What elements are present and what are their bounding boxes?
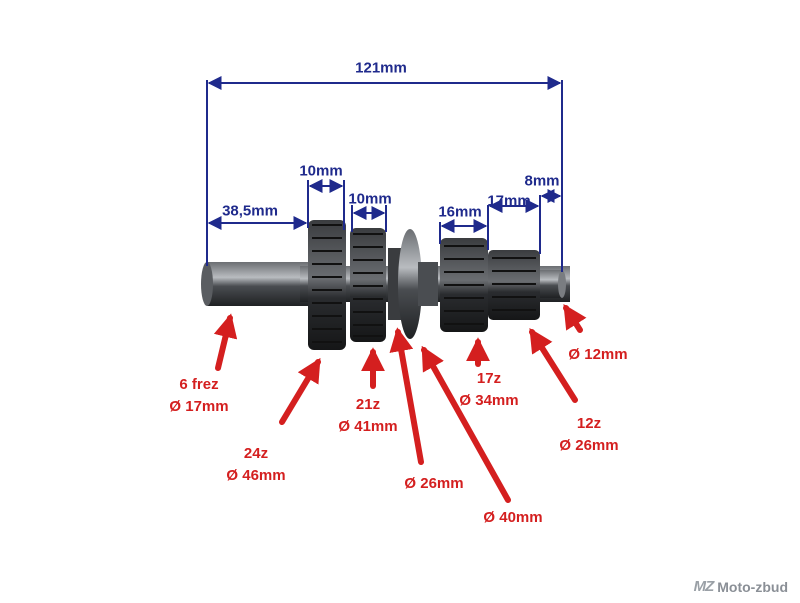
gear-24z <box>308 220 346 350</box>
callout-collar-outer: Ø 40mm <box>483 507 542 529</box>
brand-logo: MZ <box>693 578 715 595</box>
collar <box>388 229 438 339</box>
callout-collar-inner: Ø 26mm <box>404 473 463 495</box>
callout-gear17-line1: 17z <box>476 370 502 387</box>
brand-watermark: MZ Moto-zbud <box>694 578 788 595</box>
gear-12z <box>488 250 540 320</box>
callout-gear12-line1: 12z <box>576 415 602 432</box>
dimension-gear12-width-label: 17mm <box>487 192 531 210</box>
callout-gear12-line2: Ø 26mm <box>559 437 619 454</box>
callout-shaft-end-line1: Ø 12mm <box>568 346 628 363</box>
callout-gear21: 21z Ø 41mm <box>338 394 397 438</box>
callout-gear21-line1: 21z <box>355 396 381 413</box>
callout-gear24: 24z Ø 46mm <box>226 443 285 487</box>
callout-spline: 6 frez Ø 17mm <box>169 374 228 418</box>
gear-17z <box>440 238 488 332</box>
callout-spline-line2: Ø 17mm <box>169 398 229 415</box>
callout-shaft-end: Ø 12mm <box>568 344 627 366</box>
brand-name: Moto-zbud <box>717 578 788 595</box>
dimension-end-section-label: 8mm <box>524 172 560 190</box>
callout-gear12: 12z Ø 26mm <box>559 413 618 457</box>
dimension-gear24-width-label: 10mm <box>299 162 343 180</box>
dimension-lines <box>206 76 563 272</box>
dimension-gear17-width-label: 16mm <box>438 203 482 221</box>
callout-gear17-line2: Ø 34mm <box>459 392 519 409</box>
callout-arrows <box>213 303 587 503</box>
callout-gear24-line2: Ø 46mm <box>226 467 286 484</box>
dimension-total-label: 121mm <box>355 59 407 77</box>
dimension-gear21-width-label: 10mm <box>348 190 392 208</box>
callout-gear21-line2: Ø 41mm <box>338 418 398 435</box>
dimension-left-section-label: 38,5mm <box>222 202 278 220</box>
callout-gear24-line1: 24z <box>243 445 269 462</box>
callout-spline-line1: 6 frez <box>179 376 219 393</box>
callout-gear17: 17z Ø 34mm <box>459 368 518 412</box>
callout-collar-inner-line1: Ø 26mm <box>404 475 464 492</box>
callout-collar-outer-line1: Ø 40mm <box>483 509 543 526</box>
gear-21z <box>350 228 386 342</box>
